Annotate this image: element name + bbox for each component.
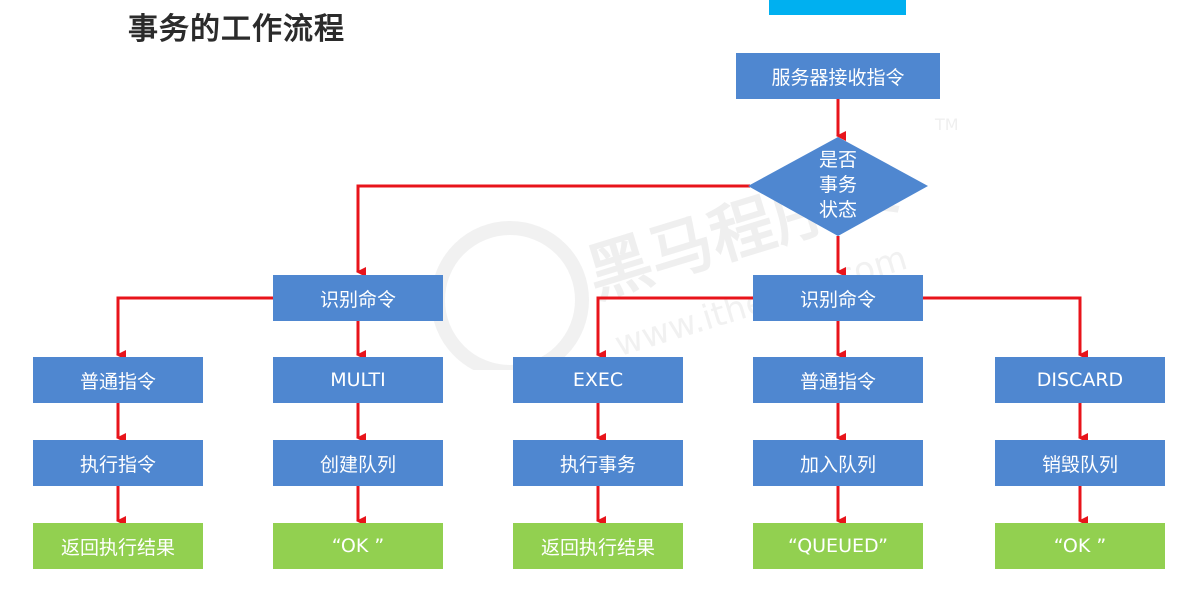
node-discard: DISCARD	[995, 357, 1165, 403]
node-execute-transaction: 执行事务	[513, 440, 683, 486]
node-ok-1: “OK ”	[273, 523, 443, 569]
node-create-queue: 创建队列	[273, 440, 443, 486]
node-add-to-queue: 加入队列	[753, 440, 923, 486]
arrow-identify-right-col3	[596, 296, 754, 360]
decision-line-2: 事务	[818, 174, 857, 196]
node-multi: MULTI	[273, 357, 443, 403]
arrow-identify-right-col5	[922, 296, 1088, 360]
decision-line-3: 状态	[818, 199, 857, 221]
decision-label: 是否 事务 状态	[798, 148, 878, 228]
page-title: 事务的工作流程	[128, 12, 345, 47]
node-ok-2: “OK ”	[995, 523, 1165, 569]
node-return-result-2: 返回执行结果	[513, 523, 683, 569]
arrow-decision-identify-left	[356, 184, 750, 277]
top-accent-bar	[769, 0, 906, 15]
decision-line-1: 是否	[818, 149, 857, 171]
node-return-result-1: 返回执行结果	[33, 523, 203, 569]
node-queued: “QUEUED”	[753, 523, 923, 569]
node-identify-command-left: 识别命令	[273, 275, 443, 321]
decision-diamond	[748, 137, 928, 236]
node-normal-command-1: 普通指令	[33, 357, 203, 403]
node-exec: EXEC	[513, 357, 683, 403]
node-receive-command: 服务器接收指令	[736, 53, 940, 99]
arrow-identify-left-col1	[116, 296, 274, 360]
node-normal-command-2: 普通指令	[753, 357, 923, 403]
node-identify-command-right: 识别命令	[753, 275, 923, 321]
node-destroy-queue: 销毁队列	[995, 440, 1165, 486]
node-execute-command: 执行指令	[33, 440, 203, 486]
